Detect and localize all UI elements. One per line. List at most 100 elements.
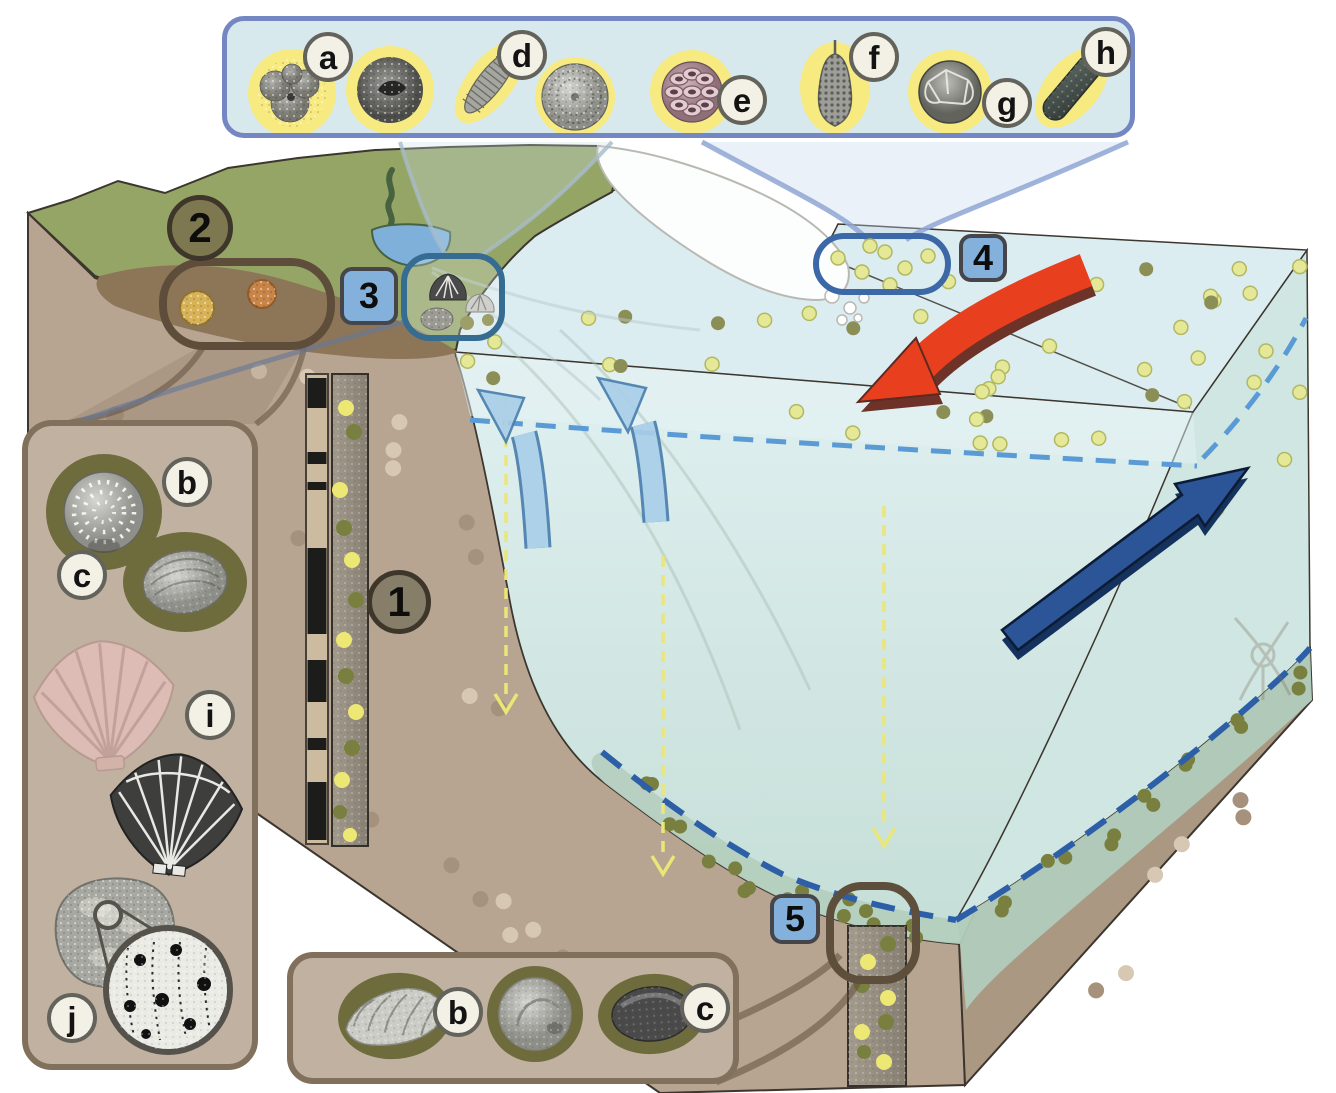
plankton-dot <box>972 435 988 451</box>
plankton-dot <box>990 369 1006 385</box>
shelf-fossil-panel <box>22 420 258 1070</box>
plankton-dot <box>1292 384 1308 401</box>
plankton-dot <box>1139 262 1154 277</box>
connector-box3-to-shore <box>59 319 405 431</box>
plankton-dot <box>487 334 503 350</box>
organic-dot <box>728 861 743 876</box>
plankton-dot <box>711 316 725 331</box>
sediment-grain-dot <box>385 442 402 459</box>
core-5-microfossil-dots <box>854 936 896 1070</box>
sediment-grain-dot <box>472 891 489 908</box>
organic-dot <box>1293 665 1308 680</box>
sediment-grain-dot <box>495 893 512 910</box>
plankton-dot <box>936 405 951 420</box>
dinoflagellate-cyst-icon <box>908 50 992 133</box>
core-scale-bar <box>305 373 329 845</box>
upwelling-arrows <box>475 376 670 549</box>
plankton-dot <box>1053 431 1070 448</box>
pink-scallop-shell-icon <box>32 640 175 772</box>
sediment-grain-dot <box>1147 866 1164 883</box>
label-d-diatoms: d <box>497 30 547 80</box>
label-c-ostracod: c <box>57 550 107 600</box>
sediment-grain-dot <box>385 460 402 477</box>
marker-1-shelf-core: 1 <box>367 570 431 634</box>
plankton-dot <box>1176 393 1193 410</box>
label-b-deep-benthic-foraminifera: b <box>433 987 483 1037</box>
organic-dot <box>1040 853 1055 868</box>
marker-2-beach-deposit: 2 <box>167 195 233 261</box>
water-streamlines <box>498 328 812 731</box>
organic-dot <box>1104 837 1119 852</box>
organic-dot <box>836 909 851 923</box>
centric-diatom-icon <box>535 57 615 133</box>
plankton-dot <box>1190 350 1206 366</box>
sediment-grain-dot <box>443 857 460 874</box>
surface-layer-dash-right <box>1201 316 1309 460</box>
label-f-radiolarian: f <box>849 32 899 82</box>
plankton-dot <box>1145 388 1160 403</box>
plankton-dot <box>801 305 818 322</box>
pollen-grain-icons <box>179 279 277 326</box>
plankton-dot <box>1090 430 1107 446</box>
planktic-foraminifera-2-icon <box>346 46 434 133</box>
plankton-dot <box>613 359 628 373</box>
label-e-coccolithophore: e <box>717 75 767 125</box>
box-4-surface-plankton <box>813 233 951 295</box>
plankton-dot <box>756 312 773 328</box>
surface-current-red-arrow <box>855 254 1096 412</box>
plankton-panel-art <box>248 40 1109 133</box>
organic-dot <box>859 904 873 919</box>
plankton-dot <box>1231 261 1248 277</box>
plankton-dot <box>788 403 805 420</box>
core-1-microfossil-dots <box>332 400 364 842</box>
sediment-grain-dot <box>467 549 484 565</box>
plankton-dot <box>1276 451 1293 468</box>
round-benthic-foraminifera-icon <box>487 966 583 1062</box>
sediment-core-column-1 <box>331 373 369 847</box>
mixed-layer-tint <box>455 352 1197 464</box>
box-2-beach-sample <box>159 258 335 350</box>
plankton-dot <box>1041 338 1058 354</box>
plankton-dot <box>1246 374 1262 391</box>
plankton-dot <box>459 353 476 369</box>
label-h-elongate-fossil: h <box>1081 27 1131 77</box>
sediment-core-column-5 <box>847 925 907 1087</box>
sediment-grain-dot <box>391 414 408 431</box>
plankton-dot <box>845 425 861 441</box>
plankton-dot <box>1173 319 1189 336</box>
engraved-scallop-shell-icon <box>109 753 244 877</box>
sediment-grain-dot <box>1232 792 1249 809</box>
dark-ostracod-icon <box>598 973 706 1055</box>
organic-dot <box>1146 797 1161 812</box>
river-squiggle <box>385 167 395 229</box>
plankton-dot <box>1136 361 1153 378</box>
sediment-grain-dot <box>461 688 478 704</box>
near-bottom-layer-right <box>956 648 1312 1010</box>
benthic-foraminifera-icon <box>46 454 162 570</box>
sediment-grain-dot <box>525 921 542 938</box>
water-right-wall <box>955 247 1311 921</box>
elongate-benthic-foraminifera-icon <box>338 972 452 1060</box>
sediment-grain-dot <box>290 530 307 547</box>
organic-dot <box>662 817 677 832</box>
label-j-bryozoan: j <box>47 993 97 1043</box>
beach-deposit <box>96 265 458 359</box>
box-4-dots <box>830 238 936 280</box>
shelf-panel-art <box>32 454 247 1055</box>
organic-dot <box>673 819 688 834</box>
plankton-dot <box>1292 258 1308 275</box>
sinking-particles-arrows <box>493 398 897 878</box>
sediment-grain-dot <box>1235 809 1252 826</box>
organic-dot <box>994 903 1009 918</box>
marker-4-surface-plankton: 4 <box>959 234 1007 282</box>
coccolithophore-icon <box>650 50 734 133</box>
sediment-grain-dot <box>458 514 475 531</box>
surface-layer-dash-front <box>469 417 1198 469</box>
deep-seafloor-fossil-panel <box>287 952 739 1084</box>
sediment-grain-dot <box>1173 836 1190 853</box>
shell-sketch-icons <box>420 273 495 331</box>
plankton-dot <box>486 371 501 386</box>
marker-3-nearshore-shells: 3 <box>340 267 398 325</box>
magnified-bryozoan-detail-icon <box>103 925 233 1055</box>
